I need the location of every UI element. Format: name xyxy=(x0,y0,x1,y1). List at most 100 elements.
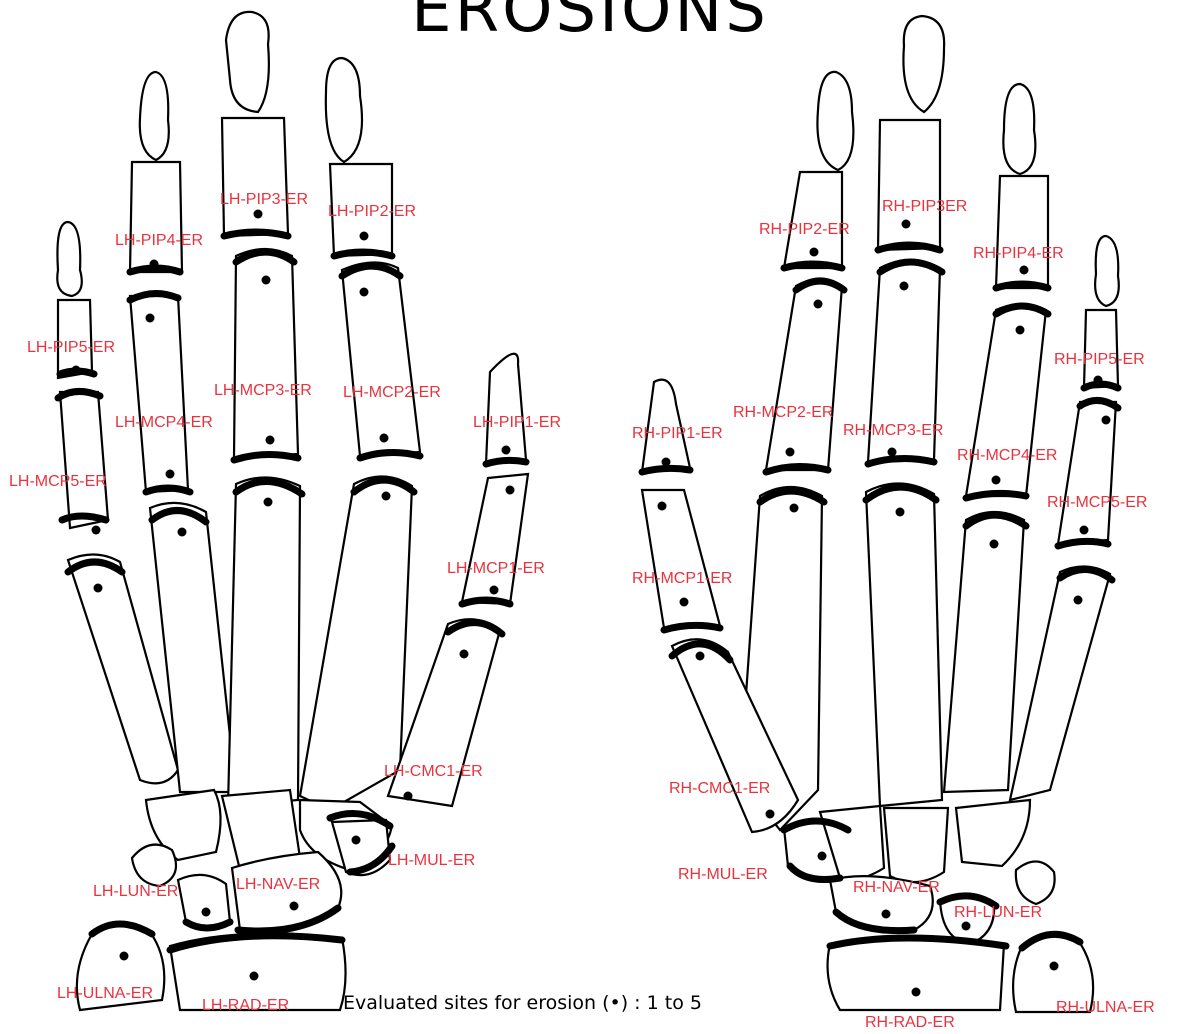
rh-thumb-ip-site xyxy=(658,502,667,511)
rh-carpal-pisiform xyxy=(1016,861,1055,904)
lh-finger5-mcp-site xyxy=(94,584,103,593)
rh-carpal-capitate xyxy=(884,808,948,882)
label-rh-mul: RH-MUL-ER xyxy=(678,866,768,883)
lh-pip5-site xyxy=(72,366,81,375)
lh-lun-site xyxy=(202,908,211,917)
label-lh-mcp1: LH-MCP1-ER xyxy=(447,560,545,577)
rh-finger5-pip-site xyxy=(1102,416,1111,425)
label-lh-pip5: LH-PIP5-ER xyxy=(27,339,115,356)
lh-finger4-proximal xyxy=(130,296,188,492)
rh-finger2-mcp-site xyxy=(790,504,799,513)
rh-finger3-middle xyxy=(878,120,940,250)
legend-caption: Evaluated sites for erosion (•) : 1 to 5 xyxy=(343,992,702,1014)
lh-thumb-proximal xyxy=(462,474,528,604)
label-lh-nav: LH-NAV-ER xyxy=(236,876,320,893)
rh-pip2-site xyxy=(810,248,819,257)
rh-pip1-site xyxy=(662,458,671,467)
rh-nav-site xyxy=(882,910,891,919)
lh-finger4-distal xyxy=(140,72,169,160)
label-rh-pip2: RH-PIP2-ER xyxy=(759,221,850,238)
lh-finger3-distal xyxy=(226,12,269,112)
lh-cmc1-site xyxy=(404,792,413,801)
label-rh-pip5: RH-PIP5-ER xyxy=(1054,351,1145,368)
rh-finger3-pip-site xyxy=(900,282,909,291)
lh-pip2-site xyxy=(360,232,369,241)
rh-finger2-pip-site xyxy=(814,300,823,309)
rh-radius xyxy=(828,937,1004,1010)
label-rh-mcp3: RH-MCP3-ER xyxy=(843,422,943,439)
rh-finger3-metacarpal xyxy=(866,483,942,806)
right-hand xyxy=(642,16,1119,1012)
lh-pip1-site xyxy=(502,446,511,455)
rh-ulna-site xyxy=(1050,962,1059,971)
label-rh-cmc1: RH-CMC1-ER xyxy=(669,780,770,797)
lh-pip3-site xyxy=(254,210,263,219)
rh-finger5-distal xyxy=(1095,236,1119,306)
label-lh-ulna: LH-ULNA-ER xyxy=(57,985,153,1002)
rh-finger5-mcp-site xyxy=(1074,596,1083,605)
label-rh-mcp2: RH-MCP2-ER xyxy=(733,404,833,421)
lh-mcp4-site xyxy=(166,470,175,479)
rh-finger5-middle xyxy=(1084,310,1118,388)
rh-mcp4-site xyxy=(992,476,1001,485)
rh-mcp5-site xyxy=(1080,526,1089,535)
lh-thumb-mcp-site xyxy=(460,650,469,659)
label-lh-mul: LH-MUL-ER xyxy=(388,852,475,869)
lh-mcp5-site xyxy=(92,526,101,535)
label-lh-rad: LH-RAD-ER xyxy=(202,997,289,1014)
lh-mul-site xyxy=(352,836,361,845)
label-lh-pip2: LH-PIP2-ER xyxy=(328,203,416,220)
rh-finger4-distal xyxy=(1003,84,1035,174)
rh-thumb-mcp-site xyxy=(696,652,705,661)
lh-thumb-ip-site xyxy=(506,486,515,495)
rh-finger4-mcp-site xyxy=(990,540,999,549)
label-rh-mcp1: RH-MCP1-ER xyxy=(632,570,732,587)
rh-finger2-proximal xyxy=(766,279,842,470)
lh-finger2-metacarpal xyxy=(300,476,412,810)
lh-finger2-pip-site xyxy=(360,288,369,297)
label-lh-mcp4: LH-MCP4-ER xyxy=(115,414,213,431)
lh-mcp1-site xyxy=(490,586,499,595)
label-lh-pip3: LH-PIP3-ER xyxy=(220,191,308,208)
label-lh-mcp2: LH-MCP2-ER xyxy=(343,384,441,401)
lh-finger2-mcp-site xyxy=(382,492,391,501)
rh-rad-site xyxy=(912,988,921,997)
rh-cmc1-site xyxy=(766,810,775,819)
label-rh-pip1: RH-PIP1-ER xyxy=(632,425,723,442)
lh-carpal-pisiform xyxy=(132,845,176,886)
lh-finger2-proximal xyxy=(342,262,420,456)
label-rh-mcp5: RH-MCP5-ER xyxy=(1047,494,1147,511)
rh-thumb-proximal xyxy=(642,490,720,628)
rh-finger2-distal xyxy=(817,72,853,170)
label-rh-pip4: RH-PIP4-ER xyxy=(973,245,1064,262)
label-rh-lun: RH-LUN-ER xyxy=(954,904,1042,921)
label-lh-mcp3: LH-MCP3-ER xyxy=(214,382,312,399)
label-rh-mcp4: RH-MCP4-ER xyxy=(957,447,1057,464)
rh-mul-site xyxy=(818,852,827,861)
lh-finger5-proximal xyxy=(60,392,108,528)
lh-finger3-middle xyxy=(222,118,288,236)
rh-carpal-hamate xyxy=(956,800,1030,866)
label-lh-mcp5: LH-MCP5-ER xyxy=(9,473,107,490)
label-rh-ulna: RH-ULNA-ER xyxy=(1056,999,1155,1016)
rh-lun-site xyxy=(962,922,971,931)
label-lh-pip1: LH-PIP1-ER xyxy=(473,414,561,431)
lh-finger4-mcp-site xyxy=(178,528,187,537)
label-rh-nav: RH-NAV-ER xyxy=(853,879,940,896)
label-lh-lun: LH-LUN-ER xyxy=(93,883,178,900)
lh-finger3-metacarpal xyxy=(228,477,300,806)
rh-finger4-proximal xyxy=(966,304,1046,496)
lh-finger4-middle xyxy=(130,162,182,272)
rh-pip5-site xyxy=(1094,376,1103,385)
label-rh-rad: RH-RAD-ER xyxy=(865,1014,955,1031)
rh-mcp3-site xyxy=(888,448,897,457)
rh-finger4-pip-site xyxy=(1016,326,1025,335)
rh-pip3-site xyxy=(902,220,911,229)
lh-finger4-pip-site xyxy=(146,314,155,323)
lh-mcp3-site xyxy=(266,436,275,445)
label-rh-pip3: RH-PIP3ER xyxy=(882,198,967,215)
label-lh-pip4: LH-PIP4-ER xyxy=(115,232,203,249)
lh-rad-site xyxy=(250,972,259,981)
lh-pip4-site xyxy=(150,260,159,269)
